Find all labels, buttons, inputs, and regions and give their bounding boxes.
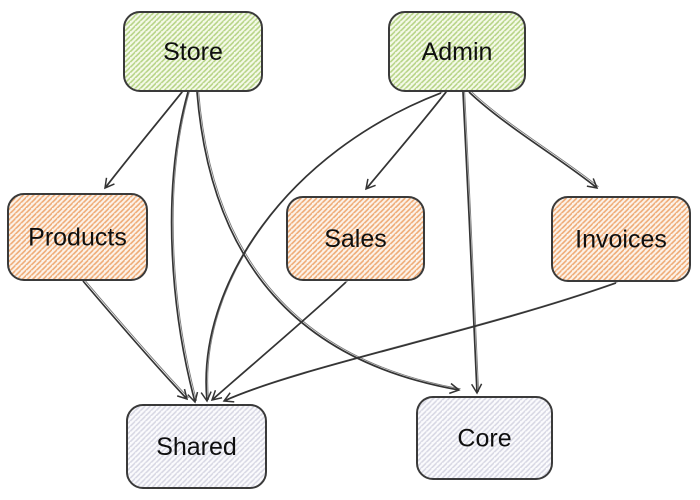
node-admin: Admin <box>388 11 526 92</box>
node-shared: Shared <box>126 404 267 489</box>
node-products: Products <box>7 193 148 281</box>
edge-store-products <box>104 91 183 190</box>
node-admin-box <box>388 11 526 92</box>
node-store-box <box>123 11 263 92</box>
node-admin-label: Admin <box>422 38 493 66</box>
edge-admin-core <box>462 91 483 395</box>
edge-admin-sales <box>365 91 447 191</box>
edge-layer <box>82 90 618 404</box>
edge-store-shared <box>170 91 199 404</box>
edge-store-core-ghost <box>198 90 461 390</box>
node-sales-box <box>286 196 425 281</box>
edge-admin-invoices <box>468 91 599 189</box>
edge-invoices-shared <box>222 282 617 403</box>
node-shared-box <box>126 404 267 489</box>
node-shared-label: Shared <box>156 433 237 461</box>
edge-store-shared-ghost <box>172 90 198 401</box>
edge-admin-core-ghost <box>464 90 480 392</box>
node-invoices: Invoices <box>551 196 691 282</box>
node-sales-label: Sales <box>324 225 387 253</box>
node-products-label: Products <box>28 224 127 252</box>
edge-products-shared-ghost <box>84 279 189 399</box>
edge-sales-shared <box>210 281 347 402</box>
node-invoices-box <box>551 196 691 282</box>
node-store: Store <box>123 11 263 92</box>
node-store-label: Store <box>163 38 223 66</box>
node-core-box <box>416 396 553 480</box>
node-sales: Sales <box>286 196 425 281</box>
node-core: Core <box>416 396 553 480</box>
edge-store-core <box>196 91 461 395</box>
edge-admin-invoices-ghost <box>470 90 599 188</box>
edge-admin-shared <box>200 92 442 403</box>
node-invoices-label: Invoices <box>575 226 667 254</box>
edge-products-shared <box>82 280 189 401</box>
node-core-label: Core <box>457 425 511 453</box>
node-products-box <box>7 193 148 281</box>
